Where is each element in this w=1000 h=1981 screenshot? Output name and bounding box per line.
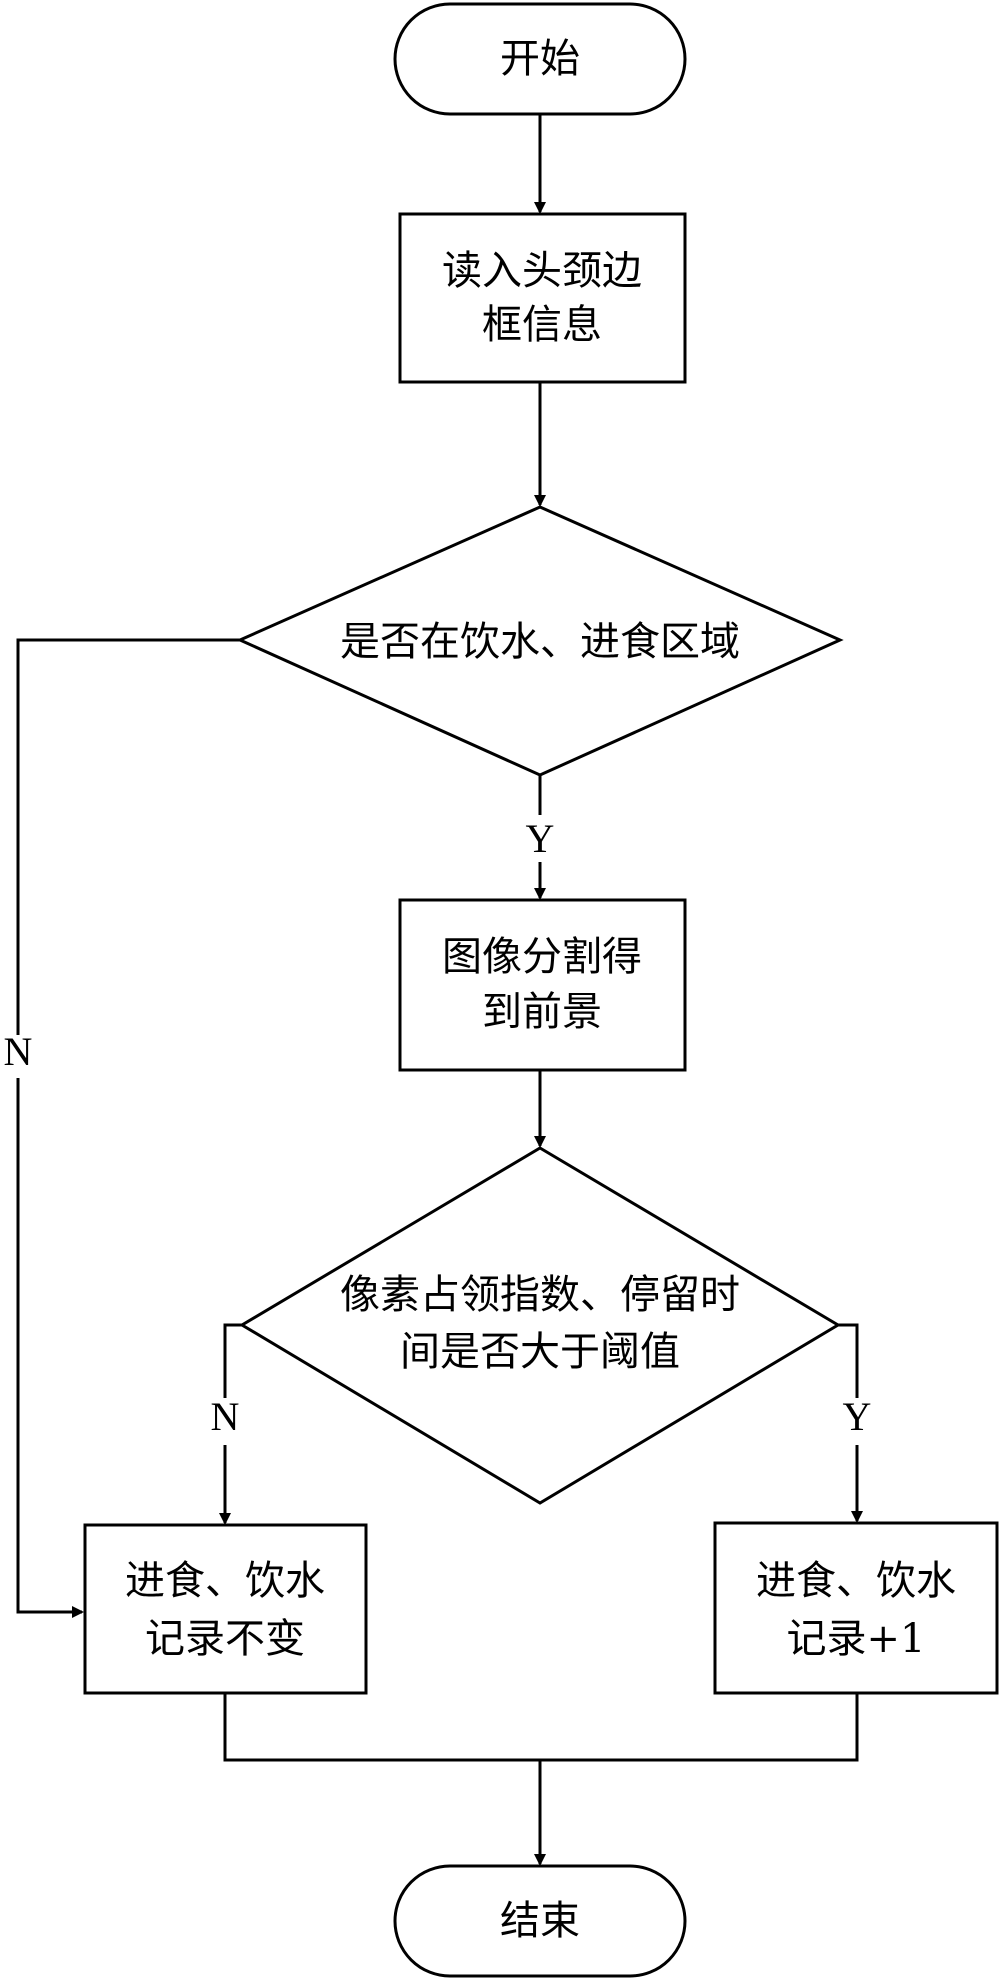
segment-box-line2: 到前景 xyxy=(482,989,602,1035)
decision1-node: 是否在饮水、进食区域 xyxy=(236,505,844,777)
start-label: 开始 xyxy=(500,36,580,82)
decision2-node: 像素占领指数、停留时 间是否大于阈值 xyxy=(239,1146,841,1505)
edge-decision2-no-upper xyxy=(223,1323,242,1398)
end-node: 结束 xyxy=(393,1864,687,1978)
increment-box-line2: 记录+1 xyxy=(787,1616,926,1662)
decision1-no-label: N xyxy=(4,1029,33,1074)
decision1-yes-label: Y xyxy=(526,816,555,861)
read-box-line1: 读入头颈边 xyxy=(442,248,642,294)
decision1-label: 是否在饮水、进食区域 xyxy=(340,619,740,665)
edge-decision1-no-lower xyxy=(16,1078,84,1618)
unchanged-box-line2: 记录不变 xyxy=(145,1616,305,1662)
read-box-line2: 框信息 xyxy=(482,302,602,348)
unchanged-box: 进食、饮水 记录不变 xyxy=(83,1523,368,1695)
decision2-no-label: N xyxy=(211,1394,240,1439)
segment-box: 图像分割得 到前景 xyxy=(398,898,687,1072)
decision2-line2: 间是否大于阈值 xyxy=(400,1329,680,1375)
segment-box-line1: 图像分割得 xyxy=(442,934,642,980)
edge-decision2-yes-upper xyxy=(838,1323,859,1398)
edge-merge xyxy=(223,1693,859,1762)
end-label: 结束 xyxy=(500,1898,580,1944)
increment-box: 进食、饮水 记录+1 xyxy=(713,1521,999,1695)
decision2-line1: 像素占领指数、停留时 xyxy=(340,1272,740,1318)
decision2-yes-label: Y xyxy=(843,1394,872,1439)
read-box: 读入头颈边 框信息 xyxy=(398,212,687,384)
unchanged-box-line1: 进食、饮水 xyxy=(125,1558,325,1604)
start-node: 开始 xyxy=(393,2,687,116)
edge-decision1-no-upper xyxy=(16,638,240,1035)
increment-box-line1: 进食、饮水 xyxy=(756,1558,956,1604)
